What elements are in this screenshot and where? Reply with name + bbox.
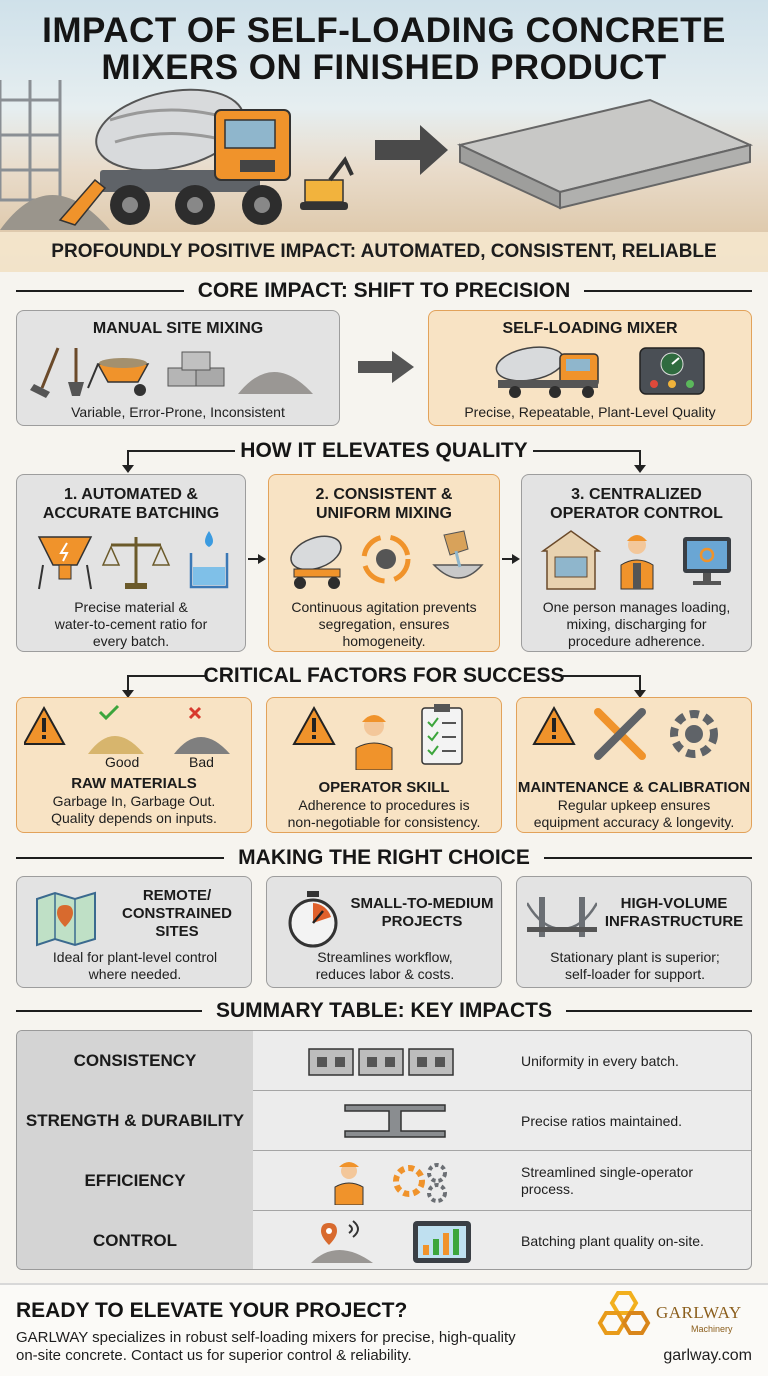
website-link[interactable]: garlway.com [663,1347,752,1364]
building-scaffold-icon [0,80,62,202]
warning-wrench-gear-icon [532,705,718,760]
maintenance-title: MAINTENANCE & CALIBRATION [517,779,751,796]
mixing-title: 2. CONSISTENT &UNIFORM MIXING [315,486,453,522]
cta-title: READY TO ELEVATE YOUR PROJECT? [16,1299,408,1322]
map-icon [36,891,96,947]
hexagon-logo-icon [597,1291,651,1335]
self-loading-title: SELF-LOADING MIXER [502,320,678,337]
title-line-2: MIXERS ON FINISHED PRODUCT [101,48,667,87]
title-line-1: IMPACT OF SELF-LOADING CONCRETE [42,11,726,50]
footer-cta: READY TO ELEVATE YOUR PROJECT? GARLWAY s… [0,1283,768,1376]
elevate-connector-lines [122,450,646,473]
row-desc: Precise ratios maintained. [521,1112,683,1129]
mixer-truck-icon [58,88,291,226]
hero-tagline: PROFOUNDLY POSITIVE IMPACT: AUTOMATED, C… [0,232,768,272]
brand-sub: Machinery [691,1324,733,1334]
choice-heading: MAKING THE RIGHT CHOICE [16,843,753,873]
factors-heading: CRITICAL FACTORS FOR SUCCESS [203,664,565,687]
cabin-operator-monitor-icon [540,530,731,590]
factors-connector-lines [122,675,646,698]
manual-mixing-desc: Variable, Error-Prone, Inconsistent [71,404,285,420]
excavator-icon [300,156,354,210]
batching-hopper-scale-water-icon [37,531,229,590]
operator-desc: One person manages loading,mixing, disch… [542,599,731,649]
transform-arrow-icon [375,125,448,175]
table-row: STRENGTH & DURABILITY Precise ratios mai… [17,1091,751,1151]
warning-good-bad-materials-icon [24,704,230,754]
factor-card-operator-skill: OPERATOR SKILL Adherence to procedures i… [266,697,502,833]
row-desc: Batching plant quality on-site. [521,1232,704,1249]
table-row: CONTROL Batching plant quality on-site. [17,1211,751,1269]
warning-worker-checklist-icon [292,704,463,770]
infrastructure-desc: Stationary plant is superior;self-loader… [550,949,720,982]
row-label: STRENGTH & DURABILITY [17,1091,253,1151]
summary-table: CONSISTENCY Uniformity in every batch. S… [16,1030,752,1270]
core-arrow-icon [358,351,414,383]
manual-tools-icon [30,347,313,398]
mixer-control-panel-icon [495,346,705,398]
good-label: Good [105,754,140,770]
raw-materials-desc: Garbage In, Garbage Out.Quality depends … [51,793,217,826]
elevate-card-batching: 1. AUTOMATED &ACCURATE BATCHING Precise … [16,474,246,652]
concrete-slab-icon [456,98,754,210]
small-medium-desc: Streamlines workflow,reduces labor & cos… [315,949,455,982]
elevate-card-mixing: 2. CONSISTENT &UNIFORM MIXING Continuous… [268,474,500,652]
bridge-icon [527,897,597,937]
core-impact-heading: CORE IMPACT: SHIFT TO PRECISION [16,276,753,306]
row-label: CONSISTENCY [17,1031,253,1091]
row-label: EFFICIENCY [17,1151,253,1211]
elevate-arrow-1-icon [248,554,266,564]
raw-materials-title: RAW MATERIALS [71,775,197,792]
steel-beam-icon [344,1104,446,1138]
brand-name: GARLWAY [656,1303,742,1322]
elevate-heading: HOW IT ELEVATES QUALITY [240,439,528,462]
good-bad-labels: Good Bad [17,754,251,770]
bad-label: Bad [189,754,214,770]
hero-illustration [0,80,754,230]
self-loading-desc: Precise, Repeatable, Plant-Level Quality [464,404,716,420]
hero-banner: IMPACT OF SELF-LOADING CONCRETE MIXERS O… [0,0,768,272]
factor-card-maintenance: MAINTENANCE & CALIBRATION Regular upkeep… [516,697,752,833]
row-label: CONTROL [17,1211,253,1269]
batching-title: 1. AUTOMATED &ACCURATE BATCHING [42,486,220,522]
stopwatch-icon [288,891,338,948]
concrete-blocks-icon [308,1048,454,1076]
drum-rotation-bowl-icon [290,530,484,589]
operator-skill-title: OPERATOR SKILL [318,779,450,796]
batching-desc: Precise material &water-to-cement ratio … [54,599,208,649]
page-title: IMPACT OF SELF-LOADING CONCRETE MIXERS O… [0,12,768,86]
location-tablet-chart-icon [311,1220,471,1263]
manual-mixing-title: MANUAL SITE MIXING [92,320,264,337]
row-desc: Uniformity in every batch. [521,1052,679,1069]
factor-card-raw-materials: Good Bad RAW MATERIALS Garbage In, Garba… [16,697,252,833]
table-row: CONSISTENCY Uniformity in every batch. [17,1031,751,1091]
self-loading-card: SELF-LOADING MIXER Precise, Repeatable, … [428,310,752,426]
cta-body: GARLWAY specializes in robust self-loadi… [16,1329,516,1364]
garlway-logo[interactable]: GARLWAY Machinery [596,1289,756,1345]
manual-mixing-card: MANUAL SITE MIXING Variable, Error-Prone… [16,310,340,426]
worker-gears-icon [334,1162,447,1205]
elevate-arrow-2-icon [502,554,520,564]
sand-pile-icon [0,195,110,230]
summary-heading: SUMMARY TABLE: KEY IMPACTS [16,996,753,1026]
